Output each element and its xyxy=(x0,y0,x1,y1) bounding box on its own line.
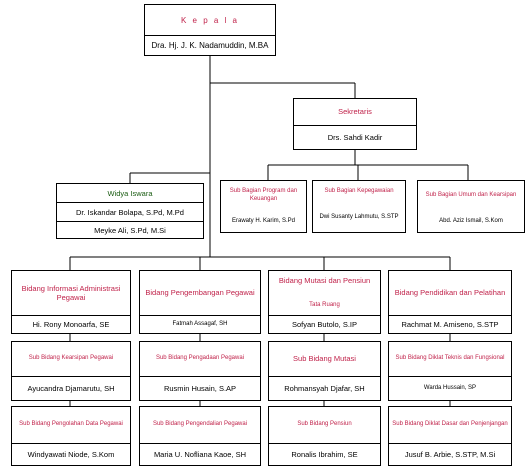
kepala-box: K e p a l a Dra. Hj. J. K. Nadamuddin, M… xyxy=(144,4,276,56)
widya-iswara-member: Meyke Ali, S.Pd, M.Si xyxy=(57,221,203,238)
bidang-box: Bidang Pendidikan dan Pelatihan Rachmat … xyxy=(388,270,512,334)
sub-bidang-title: Sub Bidang Diklat Teknis dan Fungsional xyxy=(395,355,505,362)
sub-bagian-name: Erawaty H. Karim, S.Pd xyxy=(231,217,296,224)
bidang-box: Bidang Mutasi dan Pensiun Tata Ruang Sof… xyxy=(268,270,381,334)
sub-bidang-title: Sub Bidang Pengolahan Data Pegawai xyxy=(19,421,123,428)
sub-bidang-name: Rusmin Husain, S.AP xyxy=(140,376,260,400)
sub-bagian-name: Dwi Susanty Lahmutu, S.STP xyxy=(319,213,399,220)
sub-bidang-box: Sub Bidang Pengendalian Pegawai Maria U.… xyxy=(139,406,261,466)
sekretaris-title: Sekretaris xyxy=(338,107,372,117)
kepala-name: Dra. Hj. J. K. Nadamuddin, M.BA xyxy=(145,35,275,55)
kepala-title: K e p a l a xyxy=(180,15,240,25)
bidang-subtitle: Tata Ruang xyxy=(309,302,340,309)
bidang-name: Hi. Rony Monoarfa, SE xyxy=(12,315,130,333)
sub-bidang-name: Ayucandra Djamarutu, SH xyxy=(12,376,130,400)
bidang-title: Bidang Mutasi dan Pensiun xyxy=(278,276,371,286)
sub-bidang-box: Sub Bidang Pengolahan Data Pegawai Windy… xyxy=(11,406,131,466)
sub-bagian-name: Abd. Aziz Ismail, S.Kom xyxy=(439,217,503,224)
sub-bidang-title: Sub Bidang Mutasi xyxy=(293,354,356,364)
widya-iswara-member: Dr. Iskandar Bolapa, S.Pd, M.Pd xyxy=(57,202,203,221)
sub-bidang-box: Sub Bidang Kearsipan Pegawai Ayucandra D… xyxy=(11,341,131,401)
bidang-title: Bidang Informasi Administrasi Pegawai xyxy=(21,283,121,302)
widya-iswara-box: Widya Iswara Dr. Iskandar Bolapa, S.Pd, … xyxy=(56,183,204,239)
sub-bidang-box: Sub Bidang Mutasi Rohmansyah Djafar, SH xyxy=(268,341,381,401)
bidang-box: Bidang Pengembangan Pegawai Fatmah Assag… xyxy=(139,270,261,334)
sub-bidang-title: Sub Bidang Kearsipan Pegawai xyxy=(28,355,114,362)
sub-bidang-name: Windyawati Niode, S.Kom xyxy=(12,443,130,465)
sekretaris-box: Sekretaris Drs. Sahdi Kadir xyxy=(293,98,417,150)
sub-bagian-box: Sub Bagian Program dan Keuangan Erawaty … xyxy=(220,180,307,233)
sub-bidang-name: Warda Hussain, SP xyxy=(389,376,511,400)
bidang-title: Bidang Pendidikan dan Pelatihan xyxy=(394,288,506,298)
sub-bidang-title: Sub Bidang Pengadaan Pegawai xyxy=(155,355,245,362)
sub-bagian-box: Sub Bagian Kepegawaian Dwi Susanty Lahmu… xyxy=(312,180,406,233)
sub-bagian-title: Sub Bagian Program dan Keuangan xyxy=(229,188,298,202)
sub-bagian-box: Sub Bagian Umum dan Kearsipan Abd. Aziz … xyxy=(417,180,525,233)
sub-bidang-title: Sub Bidang Pensiun xyxy=(297,421,352,428)
sub-bidang-box: Sub Bidang Diklat Teknis dan Fungsional … xyxy=(388,341,512,401)
bidang-name: Rachmat M. Amiseno, S.STP xyxy=(389,315,511,333)
bidang-title: Bidang Pengembangan Pegawai xyxy=(145,288,255,298)
sub-bidang-box: Sub Bidang Pengadaan Pegawai Rusmin Husa… xyxy=(139,341,261,401)
sub-bidang-name: Jusuf B. Arbie, S.STP, M.Si xyxy=(389,443,511,465)
sekretaris-name: Drs. Sahdi Kadir xyxy=(294,125,416,149)
bidang-name: Fatmah Assagaf, SH xyxy=(140,315,260,333)
sub-bidang-name: Maria U. Nofliana Kaoe, SH xyxy=(140,443,260,465)
bidang-box: Bidang Informasi Administrasi Pegawai Hi… xyxy=(11,270,131,334)
bidang-name: Sofyan Butolo, S.IP xyxy=(269,315,380,333)
sub-bidang-title: Sub Bidang Pengendalian Pegawai xyxy=(152,421,248,428)
sub-bidang-name: Ronalis Ibrahim, SE xyxy=(269,443,380,465)
widya-iswara-title: Widya Iswara xyxy=(107,188,153,198)
sub-bidang-box: Sub Bidang Diklat Dasar dan Penjenjangan… xyxy=(388,406,512,466)
sub-bidang-box: Sub Bidang Pensiun Ronalis Ibrahim, SE xyxy=(268,406,381,466)
sub-bidang-title: Sub Bidang Diklat Dasar dan Penjenjangan xyxy=(392,421,508,428)
sub-bidang-name: Rohmansyah Djafar, SH xyxy=(269,376,380,400)
sub-bagian-title: Sub Bagian Umum dan Kearsipan xyxy=(425,192,517,199)
sub-bagian-title: Sub Bagian Kepegawaian xyxy=(324,188,394,195)
